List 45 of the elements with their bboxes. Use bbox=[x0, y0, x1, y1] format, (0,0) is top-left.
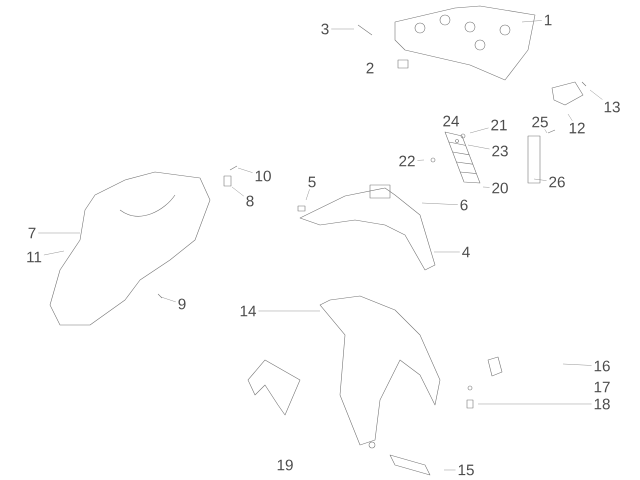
leader-line bbox=[38, 232, 80, 234]
callout-number: 17 bbox=[594, 382, 610, 392]
callout-number: 9 bbox=[178, 298, 186, 310]
leader-line bbox=[306, 189, 310, 200]
callout-number: 23 bbox=[492, 146, 508, 156]
leader-line bbox=[258, 310, 320, 312]
leader-line bbox=[482, 186, 490, 188]
callout-number: 20 bbox=[492, 182, 508, 194]
callout-number: 2 bbox=[366, 62, 374, 74]
leader-line bbox=[160, 296, 176, 302]
leader-line bbox=[562, 364, 592, 366]
callout-number: 6 bbox=[460, 200, 468, 210]
callout-number: 4 bbox=[462, 246, 470, 258]
leader-line bbox=[590, 90, 603, 100]
callout-number: 15 bbox=[458, 464, 474, 476]
leader-line bbox=[232, 186, 244, 196]
callout-number: 5 bbox=[308, 176, 316, 188]
leader-line bbox=[468, 144, 490, 150]
leader-line bbox=[331, 28, 354, 30]
callout-number: 7 bbox=[28, 228, 36, 238]
leader-line bbox=[544, 129, 548, 134]
callout-number: 11 bbox=[27, 252, 42, 262]
callout-number: 10 bbox=[256, 170, 271, 182]
leader-line bbox=[470, 128, 489, 134]
leader-line bbox=[522, 20, 542, 22]
callout-number: 22 bbox=[399, 156, 415, 166]
leader-line bbox=[238, 168, 253, 173]
callout-number: 26 bbox=[549, 176, 565, 188]
callout-number: 12 bbox=[570, 122, 585, 134]
leader-line bbox=[422, 202, 458, 205]
callout-number: 1 bbox=[544, 14, 552, 26]
callout-number: 8 bbox=[246, 196, 254, 206]
leader-line bbox=[417, 160, 424, 161]
callout-number: 14 bbox=[240, 306, 256, 316]
callout-number: 19 bbox=[278, 460, 293, 470]
leader-line bbox=[568, 114, 573, 121]
leader-line bbox=[44, 250, 64, 256]
leader-line bbox=[534, 178, 547, 181]
callout-number: 3 bbox=[321, 24, 329, 34]
callout-number: 24 bbox=[443, 116, 460, 126]
callout-number: 18 bbox=[594, 398, 610, 410]
callout-number: 13 bbox=[604, 102, 620, 112]
callout-number: 16 bbox=[594, 360, 610, 372]
callout-number: 25 bbox=[532, 116, 548, 128]
callout-number: 21 bbox=[491, 120, 507, 130]
